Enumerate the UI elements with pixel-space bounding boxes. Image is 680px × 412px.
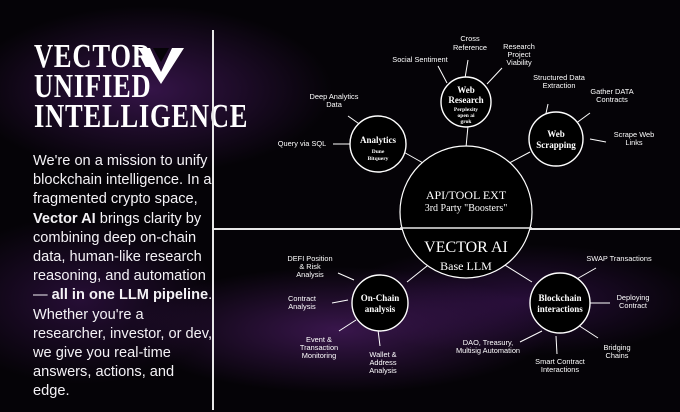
label-social-sentiment: Social Sentiment: [392, 55, 447, 64]
mission-text-2: brings clarity by combining deep on-chai…: [33, 210, 206, 304]
label-gather-data-2: Contracts: [596, 95, 628, 104]
label-smart-contract-2: Interactions: [541, 365, 580, 374]
mission-text-1: We're on a mission to unify blockchain i…: [33, 153, 212, 208]
api-subtitle: 3rd Party "Boosters": [425, 203, 508, 214]
left-panel: VECTOR UNIFIED INTELLIGENCE We're on a m…: [0, 0, 247, 412]
on-chain-title-2: analysis: [365, 304, 396, 314]
mission-statement: We're on a mission to unify blockchain i…: [33, 152, 213, 402]
label-contract-analysis-1: Contract: [288, 294, 316, 303]
label-defi-position-1: DEFI Position: [287, 254, 332, 263]
label-smart-contract-1: Smart Contract: [535, 357, 585, 366]
web-research-circle: [440, 76, 492, 128]
label-cross-reference-2: Reference: [453, 43, 487, 52]
analytics-sub-1: Dune: [372, 149, 385, 155]
title-line-1: VECTOR: [34, 38, 152, 75]
api-title: API/TOOL EXT: [426, 188, 507, 202]
label-research-viability-2: Project: [507, 50, 530, 59]
core-subtitle: Base LLM: [440, 259, 492, 273]
label-dao-2: Multisig Automation: [456, 346, 520, 355]
analytics-sub-2: Bitquery: [368, 156, 389, 162]
label-bridging-2: Chains: [605, 351, 628, 360]
web-scrapping-title-1: Web: [547, 129, 565, 139]
web-research-sub-1: Perplexity: [454, 107, 478, 113]
label-swap: SWAP Transactions: [586, 254, 652, 263]
analytics-title: Analytics: [360, 135, 396, 145]
label-defi-position-3: Analysis: [296, 270, 324, 279]
label-scrape-web-2: Links: [625, 138, 643, 147]
label-query-sql: Query via SQL: [278, 139, 326, 148]
mission-text-3: . Whether you're a researcher, investor,…: [33, 287, 213, 400]
web-research-title-1: Web: [457, 85, 475, 95]
web-scrapping-title-2: Scrapping: [536, 140, 576, 150]
label-deep-analytics-2: Data: [326, 100, 343, 109]
label-research-viability-3: Viability: [506, 58, 532, 67]
label-event-monitoring-2: Transaction: [300, 343, 338, 352]
on-chain-title-1: On-Chain: [361, 293, 400, 303]
label-event-monitoring-1: Event &: [306, 335, 332, 344]
label-event-monitoring-3: Monitoring: [302, 351, 337, 360]
label-structured-data-2: Extraction: [543, 81, 576, 90]
on-chain-circle: [351, 274, 409, 332]
title-line-2: UNIFIED: [34, 68, 152, 105]
label-research-viability-1: Research: [503, 42, 535, 51]
web-research-sub-3: grok: [461, 119, 473, 125]
vector-logo-icon: [138, 48, 184, 84]
core-title: VECTOR AI: [424, 239, 508, 256]
analytics-circle: [349, 115, 407, 173]
web-scrapping-circle: [528, 111, 584, 167]
blockchain-title-1: Blockchain: [538, 293, 581, 303]
blockchain-title-2: interactions: [537, 304, 583, 314]
label-deep-analytics-1: Deep Analytics: [310, 92, 359, 101]
vertical-divider: [212, 30, 214, 410]
label-bridging-1: Bridging: [603, 343, 630, 352]
web-research-title-2: Research: [448, 95, 483, 105]
label-wallet-analysis-1: Wallet &: [369, 350, 396, 359]
label-deploying-2: Contract: [619, 301, 647, 310]
label-contract-analysis-2: Analysis: [288, 302, 316, 311]
mission-brand: Vector AI: [33, 210, 96, 227]
web-research-sub-2: open ai: [458, 113, 475, 119]
node-circles: [349, 76, 591, 334]
mission-emphasis: all in one LLM pipeline: [51, 287, 209, 304]
label-wallet-analysis-3: Analysis: [369, 366, 397, 375]
label-deploying-1: Deploying: [617, 293, 650, 302]
label-cross-reference-1: Cross: [460, 34, 480, 43]
label-defi-position-2: & Risk: [299, 262, 321, 271]
label-dao-1: DAO, Treasury,: [463, 338, 513, 347]
blockchain-circle: [529, 272, 591, 334]
vector-core-circle: [399, 145, 533, 279]
label-structured-data-1: Structured Data: [533, 73, 586, 82]
label-scrape-web-1: Scrape Web: [614, 130, 655, 139]
label-gather-data-1: Gather DATA: [590, 87, 633, 96]
label-wallet-analysis-2: Address: [369, 358, 396, 367]
